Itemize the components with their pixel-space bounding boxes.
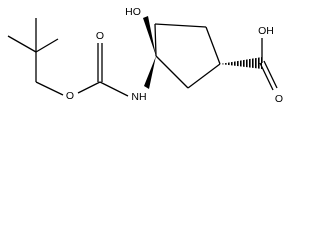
bond-c2-c3 (155, 55, 189, 89)
label-hydroxyl: HO (125, 6, 141, 18)
label-ester-oxygen: O (66, 90, 74, 102)
tert-butyl-group (7, 18, 64, 96)
wedge-nitrogen (144, 56, 156, 89)
bond-tbu-c1 (7, 35, 37, 53)
bond-c5-c1 (205, 26, 221, 65)
label-acid-hydroxyl: OH (258, 25, 274, 37)
bond-acid-double-a (259, 62, 274, 91)
label-carbamate-oxygen: O (96, 30, 104, 42)
bond-acid-double-b (263, 60, 278, 89)
bond-tbu-c3 (35, 38, 59, 53)
carboxylic-acid-group (259, 38, 278, 91)
bond-c4-c5 (154, 23, 207, 28)
label-acid-carbonyl-oxygen: O (275, 93, 283, 105)
carbamate-group (77, 43, 129, 97)
structure-canvas: HO OH O O O NH (0, 0, 322, 116)
bond-tbu-ester-o (35, 81, 64, 96)
hashed-wedge-acid (220, 57, 262, 69)
molecule-drawing: HO OH O O O NH (7, 6, 283, 105)
wedge-hydroxyl (143, 16, 156, 56)
bond-c1-c2 (187, 63, 221, 89)
label-amide-nitrogen: NH (131, 91, 146, 103)
bond-ester-o-carbonyl (77, 81, 101, 94)
cyclopentane-ring (154, 23, 221, 89)
bond-c3-c4 (154, 23, 157, 57)
bond-carbonyl-nitrogen (99, 81, 129, 97)
